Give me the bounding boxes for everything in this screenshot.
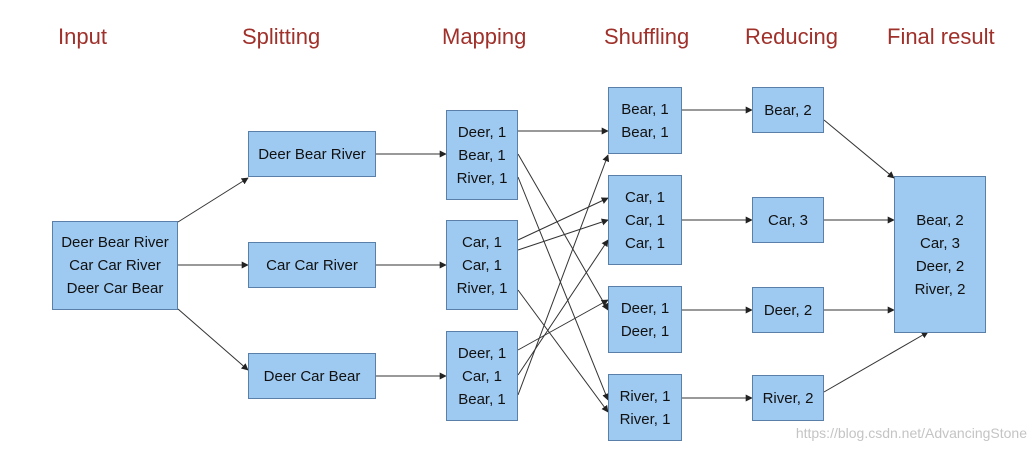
reduce-box-bear: Bear, 2 [752,87,824,133]
arrow-map2-car-a [517,197,609,241]
final-line: Car, 3 [919,234,961,252]
map-line: River, 1 [456,279,508,297]
split-box-1: Deer Bear River [248,131,376,177]
arrow-reduce-final-1 [823,119,895,179]
stage-title-splitting: Splitting [242,24,321,49]
arrow-map2-car-b [517,218,609,251]
shuffle-line: Car, 1 [624,211,666,229]
stage-title-mapping: Mapping [442,24,527,49]
map-box-2: Car, 1 Car, 1 River, 1 [446,220,518,310]
shuffle-line: Car, 1 [624,188,666,206]
reduce-box-river: River, 2 [752,375,824,421]
arrow-input-split-1 [177,177,249,223]
map-line: Bear, 1 [458,390,506,408]
shuffle-box-deer: Deer, 1 Deer, 1 [608,286,682,353]
map-line: Car, 1 [461,233,503,251]
reduce-line: Deer, 2 [763,301,813,319]
shuffle-box-river: River, 1 River, 1 [608,374,682,441]
watermark: https://blog.csdn.net/AdvancingStone [795,425,1027,441]
shuffle-line: Car, 1 [624,234,666,252]
arrow-map1-deer [517,153,609,311]
reduce-line: Car, 3 [767,211,809,229]
map-line: Deer, 1 [457,344,507,362]
split-line: Car Car River [266,256,358,274]
map-box-1: Deer, 1 Bear, 1 River, 1 [446,110,518,200]
stage-title-input: Input [58,24,107,49]
arrow-map1-river [517,176,609,401]
stage-title-shuffling: Shuffling [604,24,690,49]
shuffle-line: Deer, 1 [620,299,670,317]
shuffle-line: Deer, 1 [620,322,670,340]
shuffle-line: Bear, 1 [621,100,669,118]
input-line: Deer Car Bear [66,280,164,297]
final-line: River, 2 [914,280,966,298]
shuffle-box-bear: Bear, 1 Bear, 1 [608,87,682,154]
input-line: Car Car River [69,257,161,274]
shuffle-box-car: Car, 1 Car, 1 Car, 1 [608,175,682,265]
map-line: Bear, 1 [458,146,506,164]
map-box-3: Deer, 1 Car, 1 Bear, 1 [446,331,518,421]
final-result-box: Bear, 2 Car, 3 Deer, 2 River, 2 [894,176,986,333]
arrow-reduce-final-4 [823,331,929,393]
shuffle-line: River, 1 [619,387,671,405]
stage-title-reducing: Reducing [745,24,838,49]
map-line: Car, 1 [461,256,503,274]
reduce-line: River, 2 [762,389,814,407]
map-line: River, 1 [456,169,508,187]
input-line: Deer Bear River [61,234,169,251]
shuffle-line: Bear, 1 [621,123,669,141]
split-line: Deer Car Bear [263,367,361,385]
arrow-map3-bear [517,154,610,396]
map-line: Car, 1 [461,367,503,385]
arrow-map2-river [517,289,609,413]
split-box-2: Car Car River [248,242,376,288]
arrow-input-split-3 [177,308,249,371]
map-line: Deer, 1 [457,123,507,141]
input-box: Deer Bear River Car Car River Deer Car B… [52,221,178,310]
reduce-box-deer: Deer, 2 [752,287,824,333]
reduce-line: Bear, 2 [764,101,812,119]
arrow-map3-car [517,239,609,376]
arrow-map3-deer [517,299,609,351]
split-line: Deer Bear River [258,145,366,163]
reduce-box-car: Car, 3 [752,197,824,243]
shuffle-line: River, 1 [619,410,671,428]
final-line: Bear, 2 [916,211,964,229]
stage-title-final-result: Final result [887,24,995,49]
split-box-3: Deer Car Bear [248,353,376,399]
final-line: Deer, 2 [915,257,965,275]
